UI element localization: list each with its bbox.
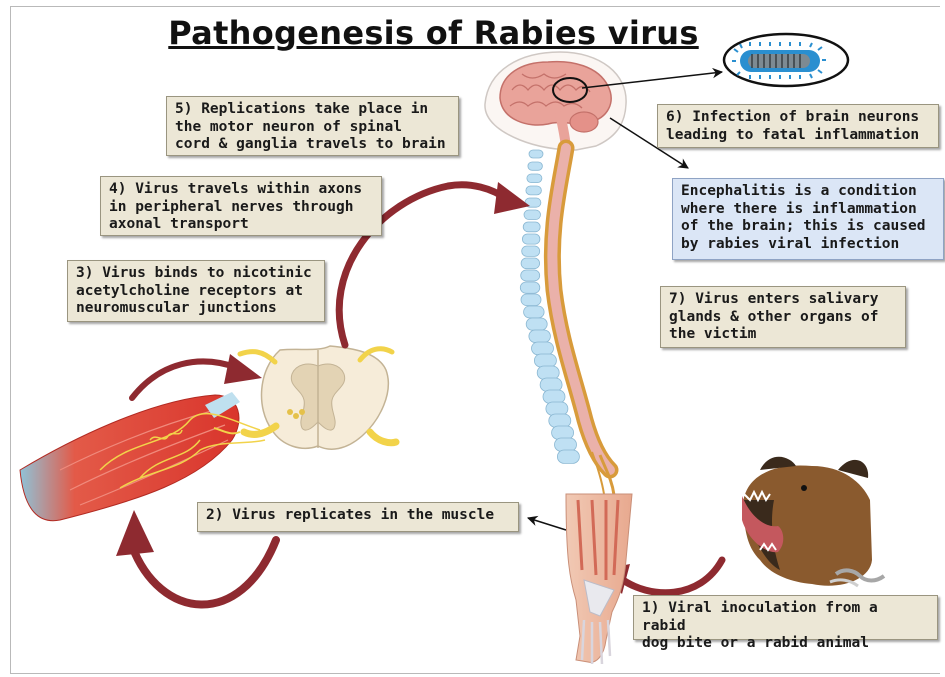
curved-arrows — [116, 182, 722, 605]
vertebra — [524, 210, 541, 220]
vertebra — [528, 162, 543, 170]
vertebra — [543, 390, 565, 403]
vertebra — [520, 282, 540, 293]
leg-illustration — [566, 494, 632, 664]
step-3-box: 3) Virus binds to nicotinic acetylcholin… — [67, 260, 325, 322]
vertebra — [524, 306, 545, 318]
vertebra — [549, 414, 571, 427]
vertebra — [521, 270, 540, 281]
vertebra — [532, 342, 554, 355]
vertebra — [529, 150, 543, 158]
vertebra — [534, 354, 556, 367]
vertebra — [552, 426, 574, 439]
vertebra — [529, 330, 551, 343]
vertebra — [521, 258, 540, 269]
vertebra — [537, 366, 559, 379]
vertebra — [527, 174, 542, 183]
vertebra — [555, 438, 577, 451]
step-4-box: 4) Virus travels within axons in periphe… — [100, 176, 382, 236]
step-5-box: 5) Replications take place in the motor … — [166, 96, 459, 156]
vertebra — [522, 246, 540, 256]
vertebra — [526, 318, 547, 330]
encephalitis-note: Encephalitis is a condition where there … — [672, 178, 944, 260]
vertebra — [557, 450, 579, 463]
vertebra — [522, 234, 540, 244]
vertebra — [546, 402, 568, 415]
spinal-cord-cross-section — [214, 346, 396, 449]
vertebra — [526, 186, 542, 195]
step-7-box: 7) Virus enters salivary glands & other … — [660, 286, 906, 348]
diagram-title-text: Pathogenesis of Rabies virus — [168, 14, 698, 52]
step-6-box: 6) Infection of brain neurons leading to… — [657, 104, 939, 148]
step-2-box: 2) Virus replicates in the muscle — [197, 502, 519, 532]
step-1-box: 1) Viral inoculation from a rabid dog bi… — [633, 595, 938, 640]
vertebra — [523, 222, 540, 232]
diagram-title: Pathogenesis of Rabies virus — [0, 14, 945, 52]
vertebra — [540, 378, 562, 391]
vertebra — [521, 294, 541, 306]
dog-illustration — [742, 457, 884, 586]
